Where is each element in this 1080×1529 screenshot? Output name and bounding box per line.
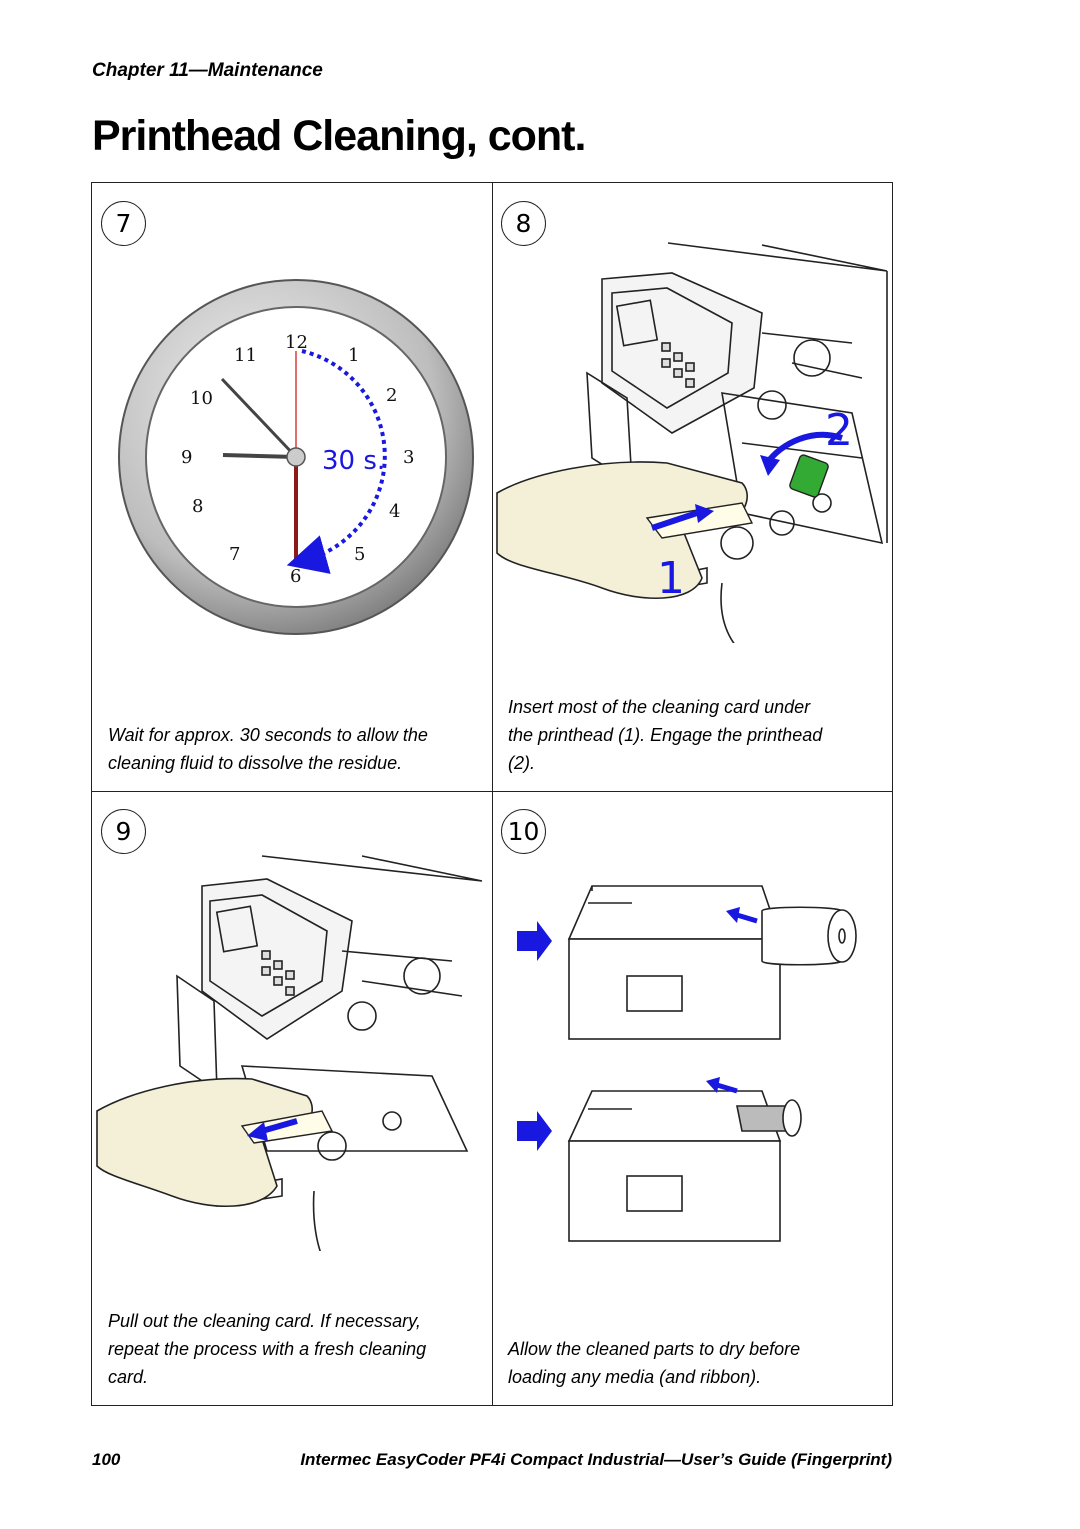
clock-numeral-9: 9 bbox=[181, 447, 192, 468]
clock-numeral-6: 6 bbox=[290, 566, 301, 587]
step-8-panel: 8 1 bbox=[492, 183, 892, 791]
clock-numeral-3: 3 bbox=[403, 447, 414, 468]
clock-numeral-1: 1 bbox=[348, 345, 359, 366]
clock-numeral-10: 10 bbox=[190, 388, 213, 409]
clock-numeral-12: 12 bbox=[285, 332, 308, 353]
step-caption: Allow the cleaned parts to dry before lo… bbox=[508, 1339, 801, 1387]
step-number: 9 bbox=[101, 809, 146, 854]
callout-2: 2 bbox=[825, 405, 853, 456]
step-number: 10 bbox=[501, 809, 546, 854]
page-title: Printhead Cleaning, cont. bbox=[92, 112, 586, 160]
printer-pull-card-illustration bbox=[96, 855, 483, 1251]
step-number: 7 bbox=[101, 201, 146, 246]
clock-numeral-7: 7 bbox=[229, 544, 240, 565]
step-number: 8 bbox=[501, 201, 546, 246]
chapter-heading: Chapter 11—Maintenance bbox=[92, 60, 323, 81]
grid-divider-vertical bbox=[492, 183, 493, 1405]
grid-divider-horizontal bbox=[92, 791, 892, 792]
step-caption: Pull out the cleaning card. If necessary… bbox=[108, 1311, 427, 1387]
steps-grid: 7 12 1 2 bbox=[91, 182, 893, 1406]
step-7-panel: 7 12 1 2 bbox=[92, 183, 492, 791]
step-caption: Insert most of the cleaning card under t… bbox=[508, 697, 823, 773]
clock-numeral-5: 5 bbox=[354, 544, 365, 565]
callout-1: 1 bbox=[657, 553, 685, 604]
step-caption: Wait for approx. 30 seconds to allow the… bbox=[108, 725, 428, 773]
step-10-panel: 10 bbox=[492, 791, 892, 1405]
printer-dry-illustration bbox=[517, 885, 857, 1242]
footer-title: Intermec EasyCoder PF4i Compact Industri… bbox=[300, 1450, 892, 1469]
clock-numeral-11: 11 bbox=[234, 345, 257, 366]
clock-numeral-2: 2 bbox=[386, 385, 397, 406]
printer-insert-card-illustration: 1 2 bbox=[496, 242, 888, 643]
clock-numeral-8: 8 bbox=[192, 496, 203, 517]
clock-illustration: 12 1 2 3 4 5 6 7 8 9 10 11 30 s. bbox=[118, 279, 474, 635]
clock-numeral-4: 4 bbox=[389, 501, 400, 522]
page-number: 100 bbox=[92, 1450, 121, 1469]
clock-duration-label: 30 s. bbox=[322, 446, 385, 476]
step-9-panel: 9 Pull out the cle bbox=[92, 791, 492, 1405]
